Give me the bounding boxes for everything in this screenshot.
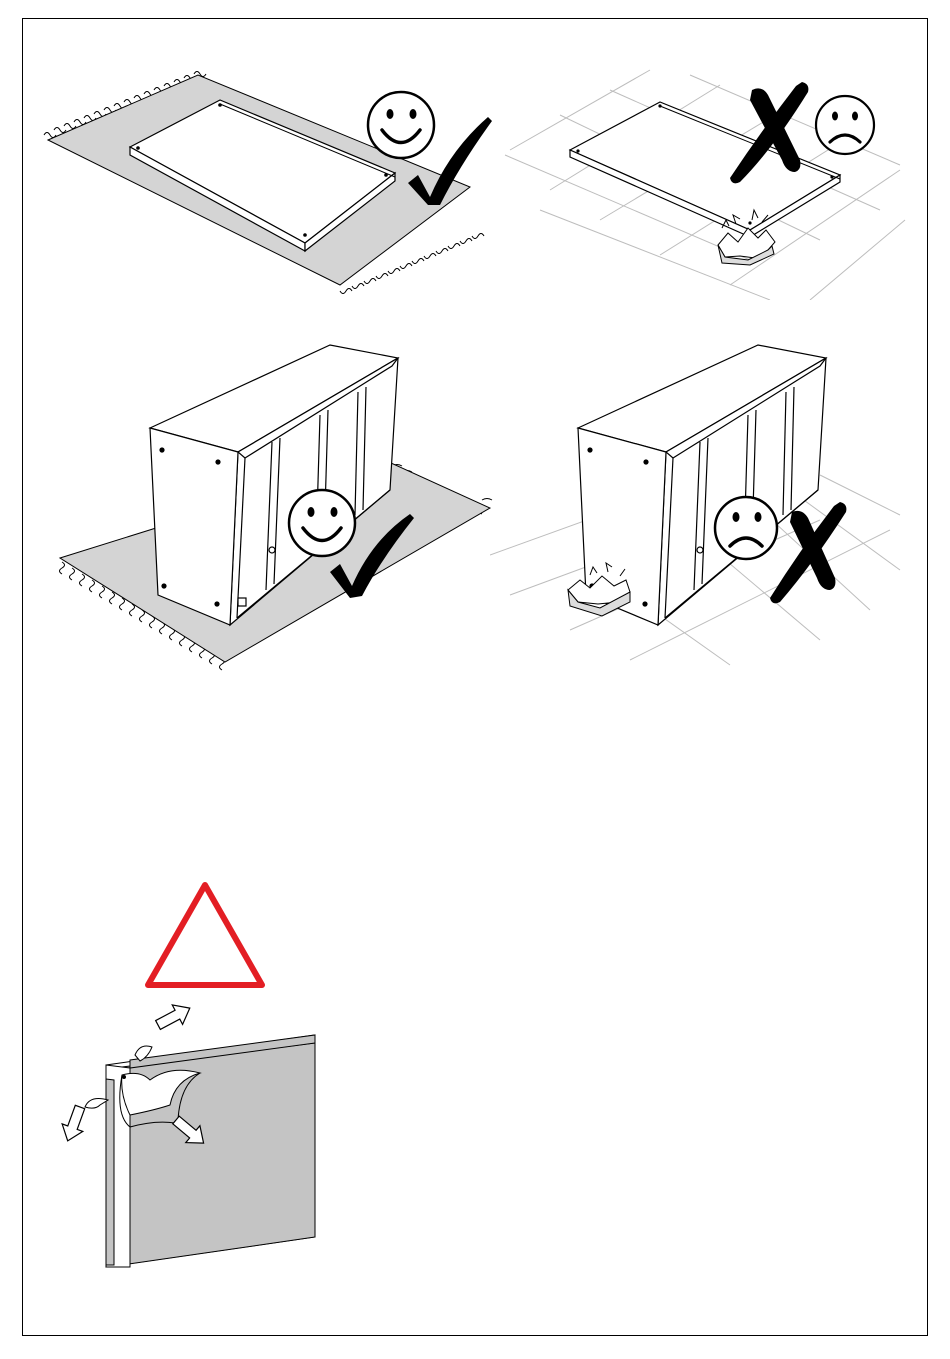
sad-face-icon (816, 96, 874, 154)
panel-flat-board-on-mat (30, 55, 500, 305)
panel-cabinet-on-hard-floor (490, 340, 910, 670)
peel-protective-film-icon (85, 1035, 315, 1267)
warning-triangle-icon (148, 885, 262, 985)
arrow-up-right-icon (153, 998, 195, 1034)
arrow-down-left-icon (57, 1103, 90, 1144)
panel-peel-protective-film (40, 875, 340, 1275)
panel-cabinet-on-mat (40, 340, 500, 680)
happy-face-icon (368, 92, 434, 158)
panel-flat-board-on-hard-floor (500, 60, 910, 300)
happy-face-icon (289, 490, 355, 556)
sad-face-icon (715, 497, 777, 559)
